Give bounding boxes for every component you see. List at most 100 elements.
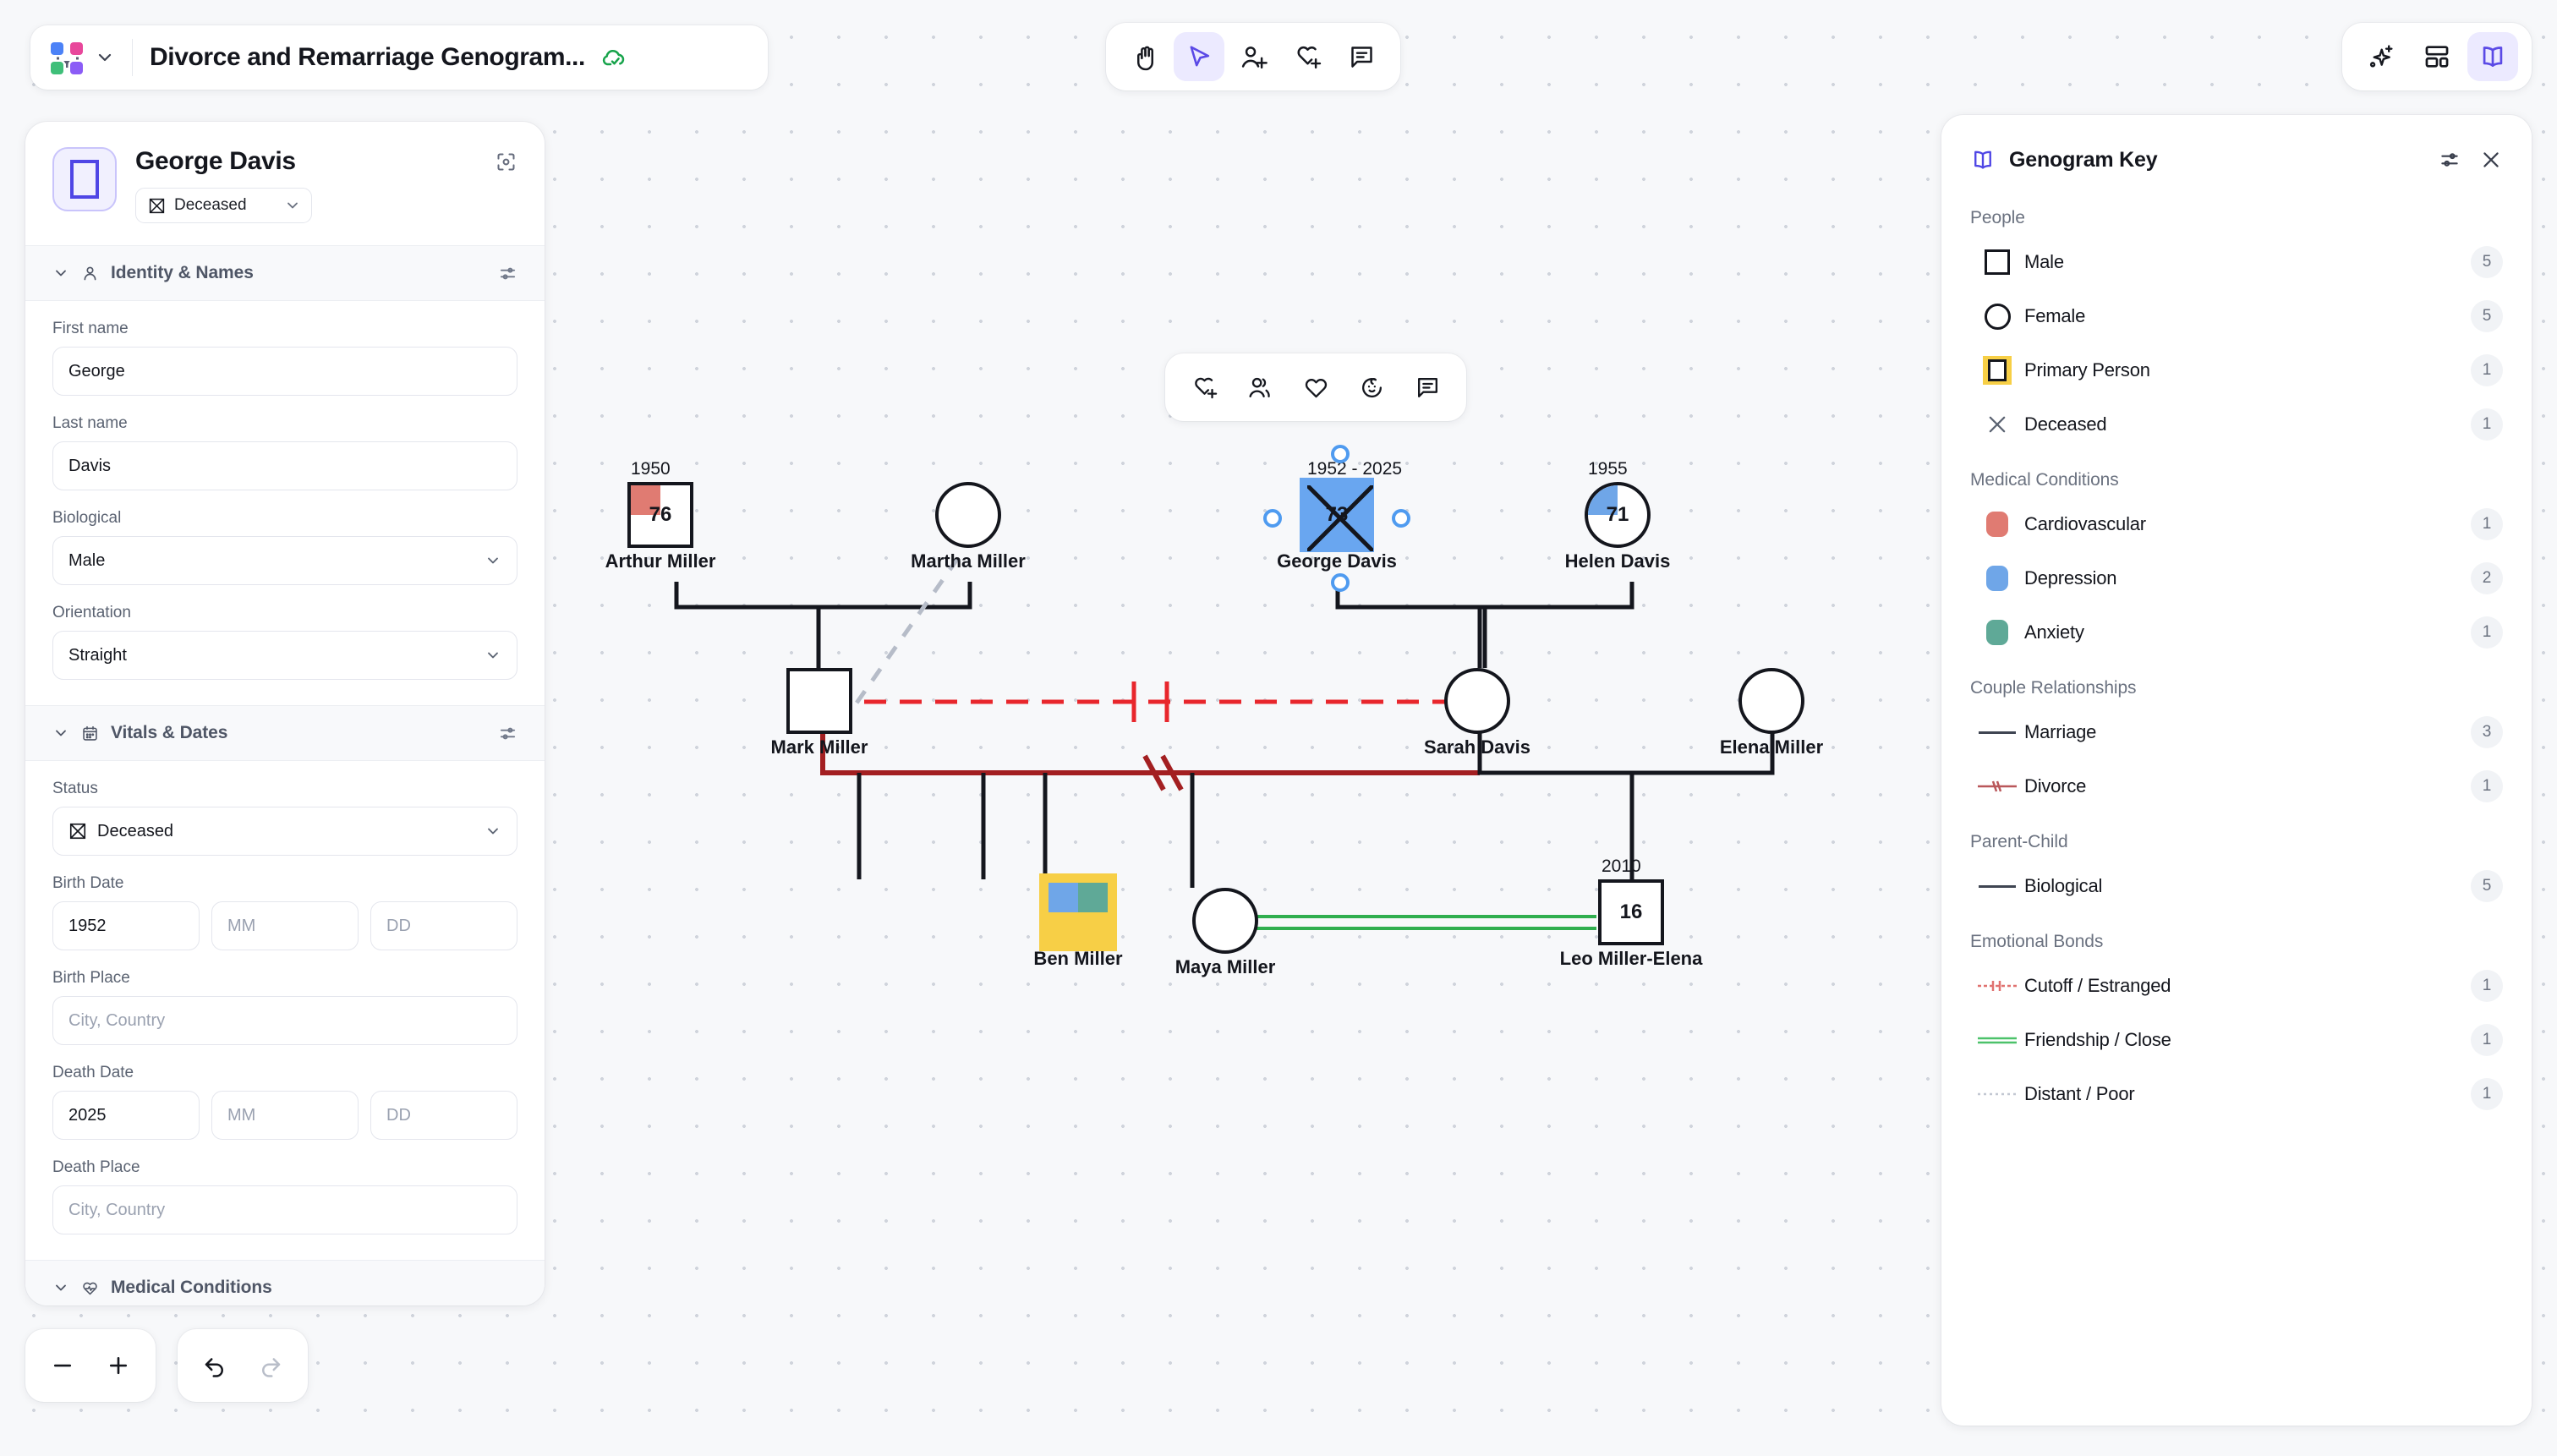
status-badge[interactable]: Deceased	[135, 188, 312, 223]
death-month-input[interactable]	[211, 1091, 359, 1140]
node-name-label: Maya Miller	[1174, 956, 1276, 977]
resize-handle-bottom[interactable]	[1331, 573, 1350, 592]
key-legend-count: 3	[2471, 716, 2503, 748]
key-symbol	[1970, 303, 2024, 330]
solid-line-icon	[1979, 731, 2016, 734]
sliders-icon[interactable]	[498, 724, 517, 743]
add-note-button[interactable]	[1402, 363, 1453, 412]
status-select[interactable]: Deceased	[52, 807, 517, 856]
cutoff-line-icon	[1977, 978, 2018, 993]
orientation-select[interactable]: Straight	[52, 631, 517, 680]
sliders-icon[interactable]	[498, 264, 517, 283]
birth-year-input[interactable]	[52, 901, 200, 950]
field-label: Biological	[52, 509, 122, 527]
ai-assist-button[interactable]	[2356, 32, 2406, 81]
condition-swatch-icon	[1986, 566, 2008, 591]
first-name-input[interactable]	[52, 347, 517, 396]
select-tool[interactable]	[1174, 32, 1224, 81]
document-title[interactable]: Divorce and Remarriage Genogram...	[150, 43, 585, 71]
node-name-label: Arthur Miller	[605, 550, 716, 572]
sliders-icon[interactable]	[2439, 149, 2461, 171]
genogram-node[interactable]: Elena Miller	[1720, 668, 1823, 758]
key-legend-label: Marriage	[2024, 721, 2097, 742]
add-relationship-button[interactable]	[1179, 363, 1229, 412]
chevron-down-icon	[485, 823, 501, 840]
key-legend-row[interactable]: Marriage 3	[1970, 705, 2503, 759]
resize-handle-right[interactable]	[1392, 509, 1410, 528]
genogram-node[interactable]: Maya Miller	[1175, 888, 1275, 977]
field-last-name: Last name	[52, 414, 517, 490]
death-year-input[interactable]	[52, 1091, 200, 1140]
key-legend-label: Female	[2024, 305, 2086, 326]
section-header-vitals-dates[interactable]: Vitals & Dates	[25, 705, 545, 761]
field-label: Death Date	[52, 1064, 134, 1081]
genogram-node[interactable]: Sarah Davis	[1424, 668, 1530, 758]
add-relationship-tool[interactable]	[1282, 32, 1333, 81]
biological-select[interactable]: Male	[52, 536, 517, 585]
divorce-line-icon	[1977, 779, 2018, 794]
chevron-down-icon[interactable]	[284, 197, 301, 214]
genogram-node[interactable]: Martha Miller	[911, 482, 1026, 572]
add-person-tool[interactable]	[1228, 32, 1278, 81]
death-place-input[interactable]	[52, 1185, 517, 1234]
section-header-identity-names[interactable]: Identity & Names	[25, 245, 545, 301]
field-biological: Biological Male	[52, 509, 517, 585]
zoom-in-button[interactable]	[93, 1341, 144, 1390]
chevron-down-icon	[52, 1279, 69, 1296]
close-x-icon[interactable]	[2479, 148, 2503, 172]
genogram-node[interactable]: Ben Miller	[1033, 873, 1123, 969]
undo-button[interactable]	[189, 1341, 240, 1390]
genogram-key-header: Genogram Key	[1941, 140, 2532, 179]
add-partner-button[interactable]	[1235, 363, 1285, 412]
field-label: Death Place	[52, 1158, 140, 1176]
genogram-key-title: Genogram Key	[2009, 147, 2158, 172]
genogram-logo-icon[interactable]	[49, 41, 85, 74]
notes-tool[interactable]	[1336, 32, 1387, 81]
field-first-name: First name	[52, 320, 517, 396]
focus-target-icon[interactable]	[495, 147, 517, 178]
add-bond-button[interactable]	[1290, 363, 1341, 412]
birth-day-input[interactable]	[370, 901, 517, 950]
friendship-line-icon	[1977, 1034, 2018, 1046]
node-name-label: Elena Miller	[1719, 736, 1824, 758]
section-title: Identity & Names	[111, 263, 254, 282]
redo-button[interactable]	[245, 1341, 296, 1390]
genogram-key-button[interactable]	[2467, 32, 2518, 81]
resize-handle-top[interactable]	[1331, 445, 1350, 463]
pan-tool[interactable]	[1120, 32, 1170, 81]
key-legend-count: 1	[2471, 408, 2503, 441]
section-header-medical-conditions[interactable]: Medical Conditions	[25, 1260, 545, 1305]
last-name-input[interactable]	[52, 441, 517, 490]
genogram-node[interactable]: Mark Miller	[771, 668, 868, 758]
resize-handle-left[interactable]	[1263, 509, 1282, 528]
key-legend-label: Divorce	[2024, 775, 2087, 796]
key-legend-label: Cardiovascular	[2024, 513, 2146, 534]
layout-button[interactable]	[2412, 32, 2462, 81]
death-day-input[interactable]	[370, 1091, 517, 1140]
zoom-out-button[interactable]	[37, 1341, 88, 1390]
birth-place-input[interactable]	[52, 996, 517, 1045]
birth-month-input[interactable]	[211, 901, 359, 950]
add-child-button[interactable]	[1346, 363, 1397, 412]
chevron-down-icon[interactable]	[95, 47, 115, 68]
